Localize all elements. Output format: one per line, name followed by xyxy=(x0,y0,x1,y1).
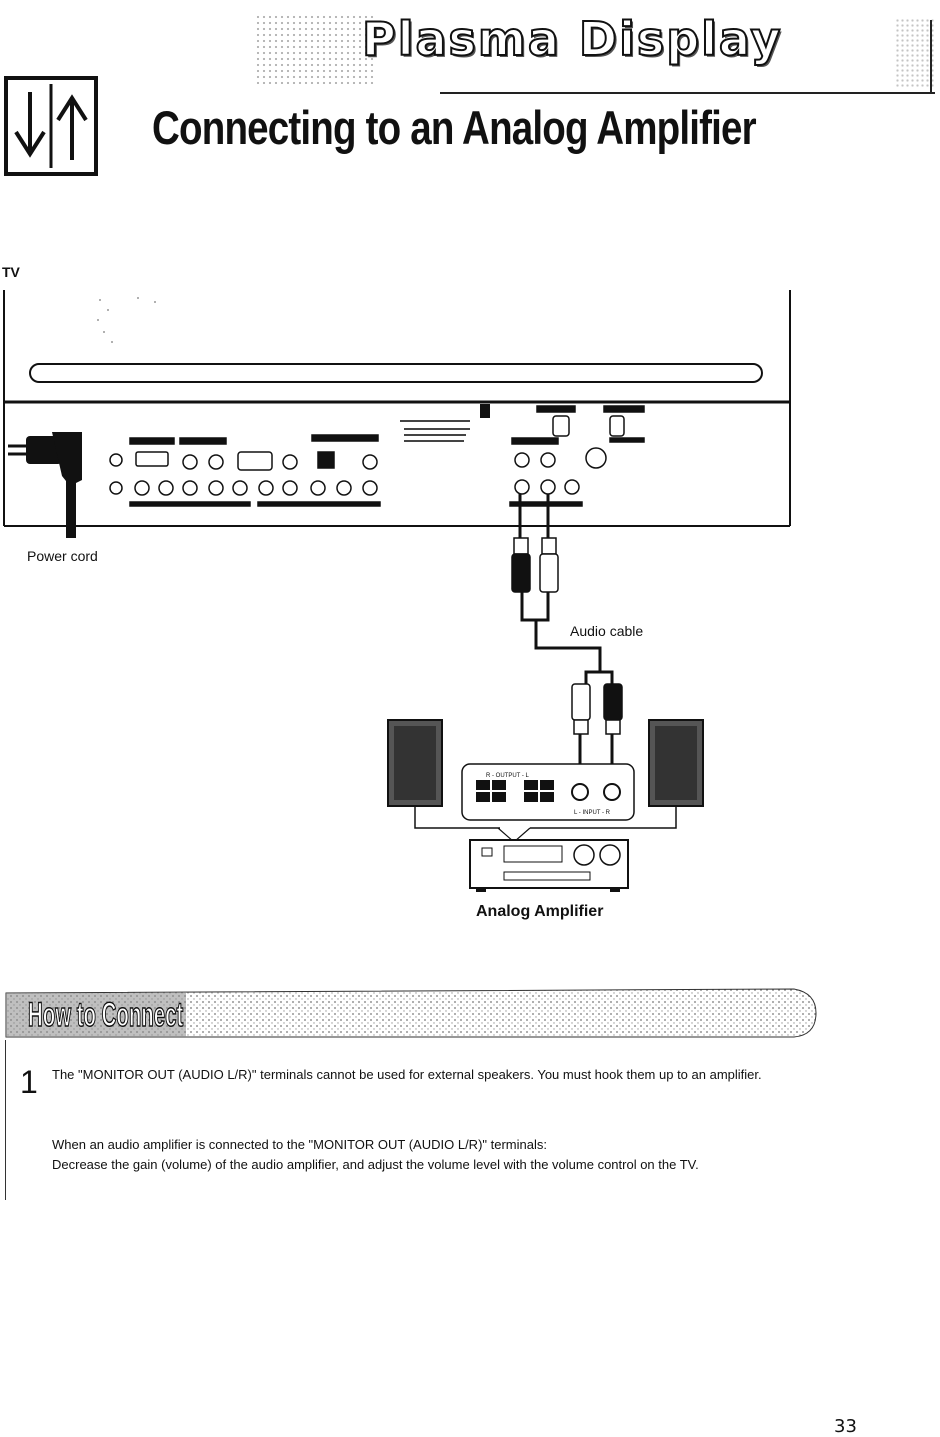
page-title: Connecting to an Analog Amplifier xyxy=(152,101,757,154)
header-decoration xyxy=(255,14,375,84)
note-text: Decrease the gain (volume) of the audio … xyxy=(52,1157,699,1172)
left-speaker xyxy=(387,719,443,807)
amplifier-front xyxy=(469,839,629,892)
brand-title: Plasma Display xyxy=(361,11,783,67)
amp-input-label: L - INPUT - R xyxy=(574,810,611,816)
tv-label: TV xyxy=(2,264,20,280)
analog-amplifier-label: Analog Amplifier xyxy=(476,903,604,920)
power-cord-label: Power cord xyxy=(27,548,98,564)
audio-cable-label: Audio cable xyxy=(570,623,644,639)
header-rule-vertical xyxy=(930,20,932,94)
tv-back-panel xyxy=(3,290,791,527)
note-intro: When an audio amplifier is connected to … xyxy=(52,1137,547,1152)
page-number: 33 xyxy=(834,1416,857,1437)
header-decoration-right xyxy=(895,18,935,88)
step-number: 1 xyxy=(20,1064,38,1100)
how-to-connect-banner xyxy=(5,988,817,1038)
section-rule xyxy=(5,1040,6,1200)
connection-diagram: R - OUTPUT - L L - INPUT - R xyxy=(3,290,791,892)
right-speaker xyxy=(648,719,704,807)
header-rule xyxy=(440,92,935,94)
step-text: The "MONITOR OUT (AUDIO L/R)" terminals … xyxy=(52,1067,762,1082)
power-cord-plug xyxy=(8,432,82,538)
connection-arrows-icon xyxy=(4,76,98,176)
amplifier-rear-panel xyxy=(461,763,635,843)
how-to-connect-heading: How to Connect xyxy=(28,995,184,1035)
amp-output-label: R - OUTPUT - L xyxy=(486,773,530,779)
